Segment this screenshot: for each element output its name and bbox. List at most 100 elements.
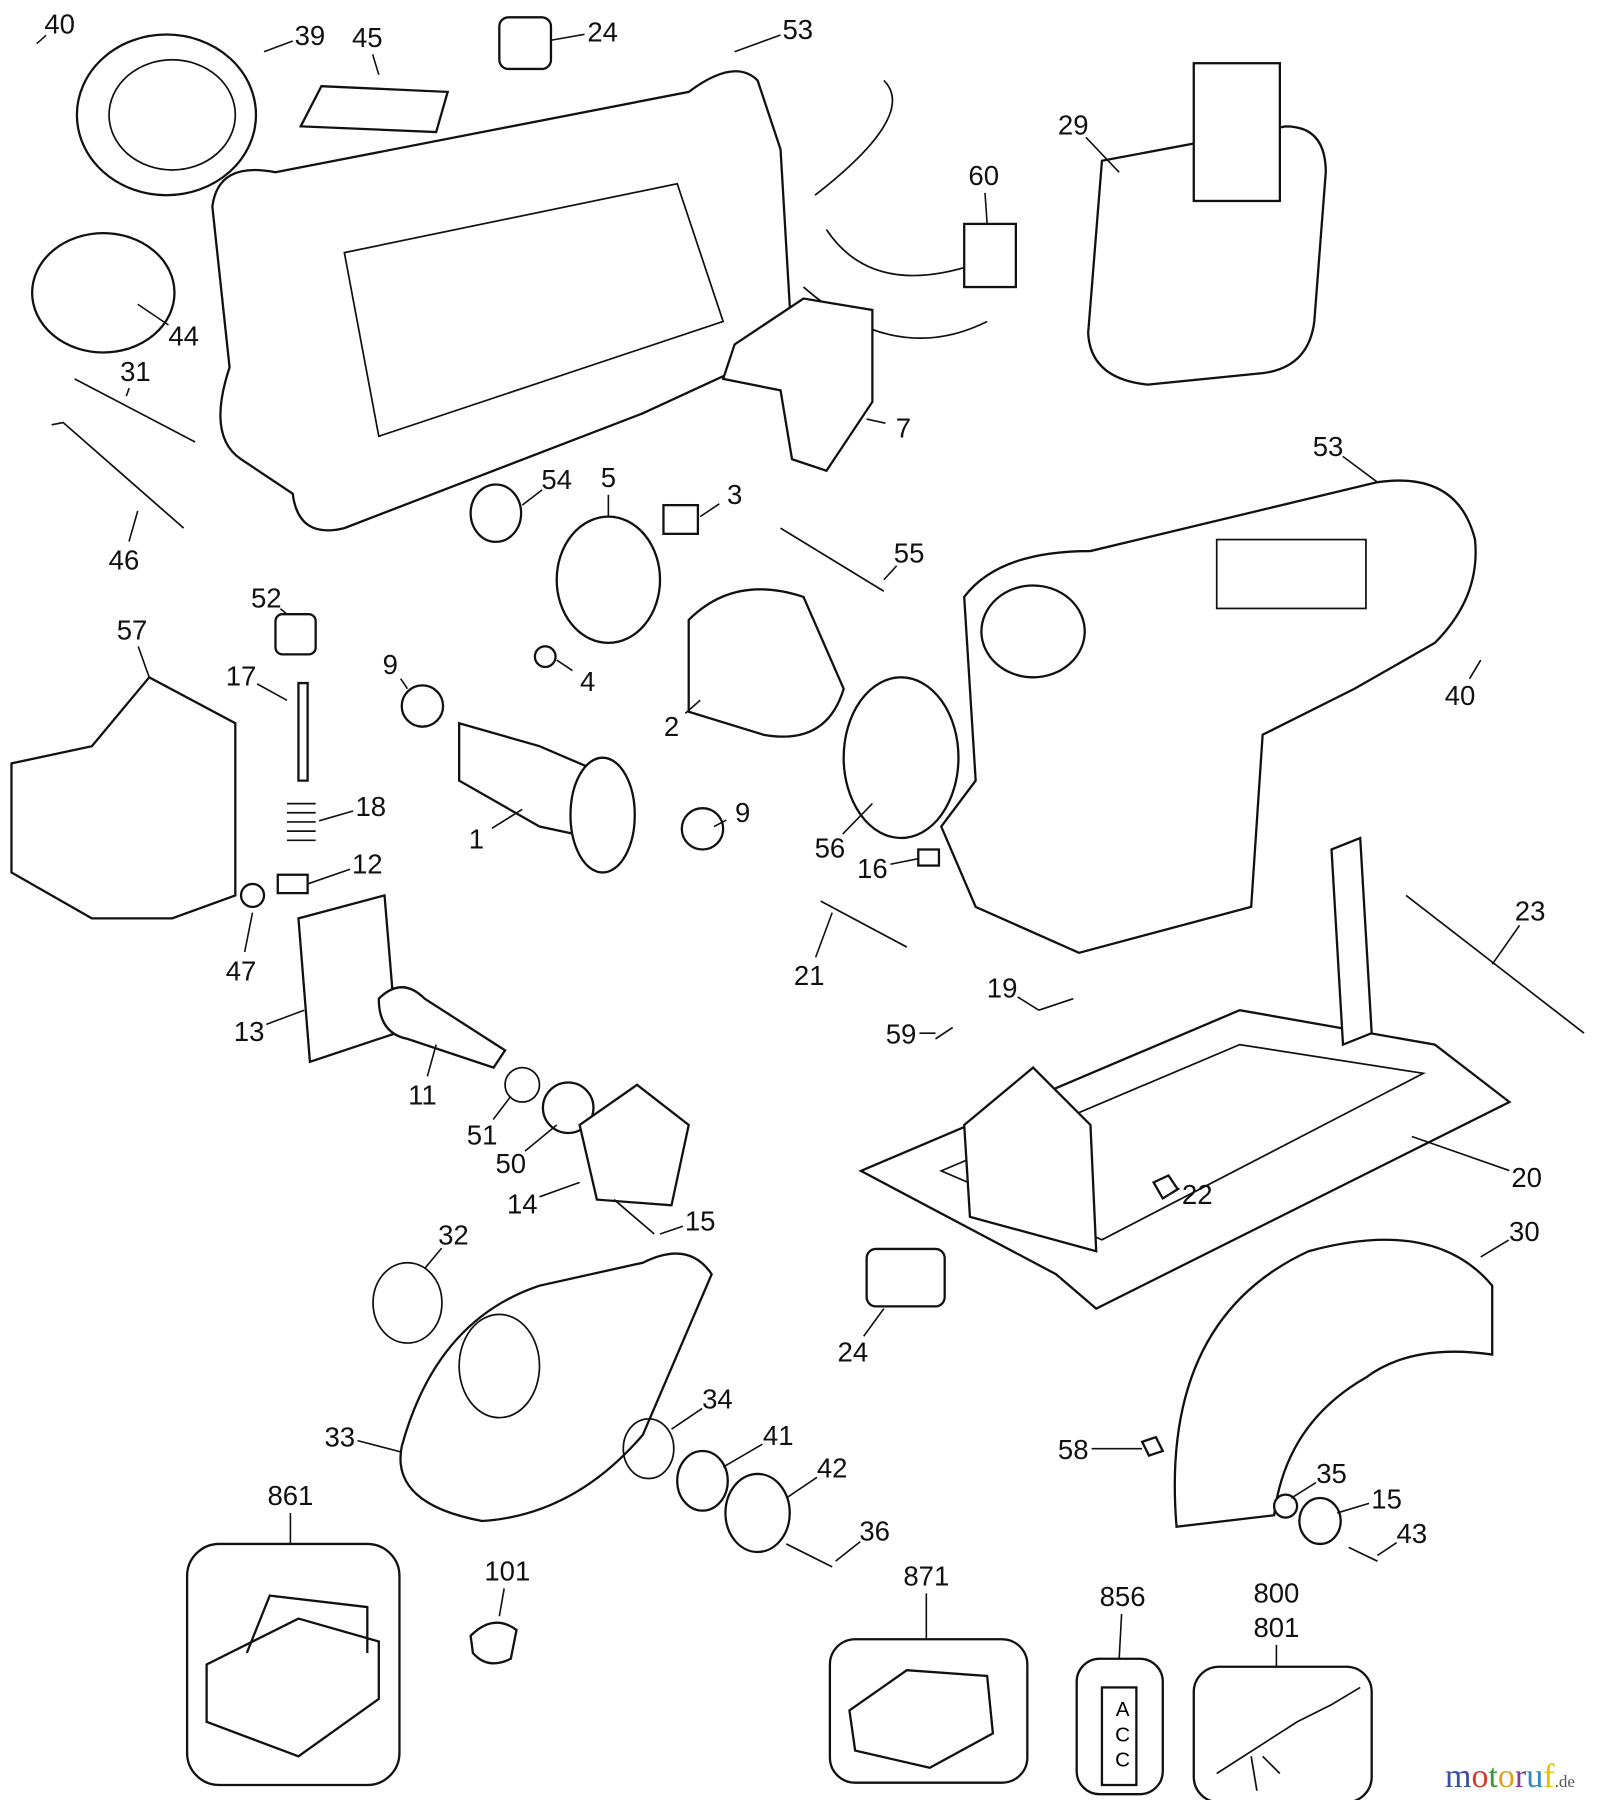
leader-line-19 — [1017, 996, 1040, 1011]
part-switch-60 — [963, 222, 1018, 289]
part-wires-60 — [802, 79, 988, 339]
watermark-letter: r — [1514, 1758, 1527, 1795]
callout-label-871: 871 — [903, 1560, 949, 1591]
part-fan-39 — [75, 33, 258, 197]
part-caulk-gun-800 — [1216, 1686, 1361, 1791]
part-shoe-20 — [858, 836, 1512, 1311]
leader-line-32 — [424, 1247, 443, 1269]
callout-label-44: 44 — [168, 321, 199, 352]
part-button-52 — [274, 613, 317, 656]
part-pin-21 — [820, 900, 908, 948]
callout-label-20: 20 — [1511, 1162, 1542, 1193]
callout-label-19: 19 — [987, 973, 1018, 1004]
callout-label-13: 13 — [234, 1016, 265, 1047]
part-switch-24 — [865, 1247, 946, 1308]
leader-line-16 — [890, 857, 919, 866]
part-housing-53-left — [211, 70, 794, 532]
leader-line-2 — [684, 699, 701, 714]
callout-label-24: 24 — [587, 16, 618, 47]
part-spring-18 — [286, 802, 316, 842]
leader-line-29 — [1085, 136, 1120, 173]
callout-label-15: 15 — [685, 1206, 716, 1237]
part-nut-4 — [533, 645, 557, 669]
callout-label-14: 14 — [507, 1188, 538, 1219]
part-brush-3 — [662, 503, 700, 535]
callout-label-23: 23 — [1515, 896, 1546, 927]
callout-label-52: 52 — [251, 582, 282, 613]
callout-label-15: 15 — [1371, 1483, 1402, 1514]
leader-line-46 — [128, 510, 139, 542]
part-lock-17 — [297, 681, 309, 782]
part-bushing-35 — [1298, 1496, 1342, 1546]
callout-label-7: 7 — [896, 412, 911, 443]
leader-line-60 — [984, 192, 988, 224]
leader-line-9 — [713, 819, 727, 828]
callout-label-1: 1 — [469, 823, 484, 854]
leader-line-15 — [659, 1225, 684, 1235]
leader-line-15 — [1337, 1502, 1370, 1514]
part-screw-59 — [935, 1026, 954, 1040]
leader-line-3 — [699, 503, 720, 518]
part-ring-34 — [622, 1417, 675, 1480]
callout-label-40: 40 — [44, 8, 75, 39]
leader-line-52 — [279, 608, 288, 615]
leader-line-17 — [256, 683, 288, 701]
part-spindle-11 — [377, 986, 507, 1069]
callout-label-5: 5 — [601, 462, 616, 493]
part-armature-1 — [457, 721, 636, 874]
part-screw-15 — [613, 1198, 655, 1235]
callout-label-12: 12 — [352, 849, 383, 880]
leader-line-30 — [1480, 1239, 1510, 1258]
callout-label-24: 24 — [838, 1336, 869, 1367]
watermark-letter: o — [1497, 1758, 1515, 1795]
part-bearing-9a — [400, 684, 445, 728]
leader-line-51 — [492, 1095, 512, 1121]
leader-line-53 — [734, 34, 781, 53]
leader-line-18 — [318, 810, 354, 822]
part-screw-31 — [74, 378, 196, 443]
leader-line-40 — [36, 34, 47, 45]
callout-label-22: 22 — [1182, 1179, 1213, 1210]
callout-label-17: 17 — [226, 660, 257, 691]
leader-line-20 — [1411, 1135, 1510, 1172]
callout-label-40: 40 — [1445, 680, 1476, 711]
leader-line-54 — [521, 489, 543, 506]
callout-label-58: 58 — [1058, 1434, 1089, 1465]
part-nut-36 — [1140, 1435, 1165, 1457]
part-switch-7 — [721, 297, 874, 473]
part-guard-30 — [1173, 1238, 1494, 1529]
callout-label-53: 53 — [1313, 431, 1344, 462]
callout-label-46: 46 — [109, 544, 140, 575]
watermark-logo: motoruf.de — [1445, 1758, 1575, 1796]
leader-line-13 — [265, 1009, 305, 1026]
leader-line-12 — [307, 868, 351, 885]
callout-label-30: 30 — [1509, 1216, 1540, 1247]
part-label-45 — [298, 84, 450, 134]
leader-line-41 — [722, 1443, 763, 1468]
leader-line-57 — [137, 646, 150, 678]
watermark-suffix: .de — [1554, 1772, 1575, 1791]
callout-label-41: 41 — [763, 1420, 794, 1451]
leader-line-22 — [1176, 1187, 1180, 1190]
leader-line-42 — [785, 1476, 818, 1499]
label-card-letter: A — [1116, 1698, 1130, 1721]
label-card-letter: C — [1115, 1749, 1130, 1772]
part-drawings — [10, 16, 1585, 1800]
callout-label-45: 45 — [352, 22, 383, 53]
callout-label-861: 861 — [267, 1480, 313, 1511]
leader-line-23 — [1491, 924, 1521, 965]
leader-line-40 — [1468, 659, 1482, 680]
part-battery-29 — [1087, 62, 1327, 386]
leader-line-53 — [1342, 455, 1378, 483]
callout-label-3: 3 — [727, 479, 742, 510]
leader-line-55 — [883, 565, 898, 581]
part-housing-53-right — [939, 479, 1477, 955]
leader-line-9 — [399, 678, 409, 690]
callout-label-856: 856 — [1100, 1581, 1146, 1612]
leader-line-36 — [835, 1540, 861, 1562]
part-baffle-56 — [842, 676, 960, 840]
callout-label-33: 33 — [324, 1421, 355, 1452]
callout-label-54: 54 — [541, 464, 572, 495]
leader-line-1 — [491, 808, 523, 829]
